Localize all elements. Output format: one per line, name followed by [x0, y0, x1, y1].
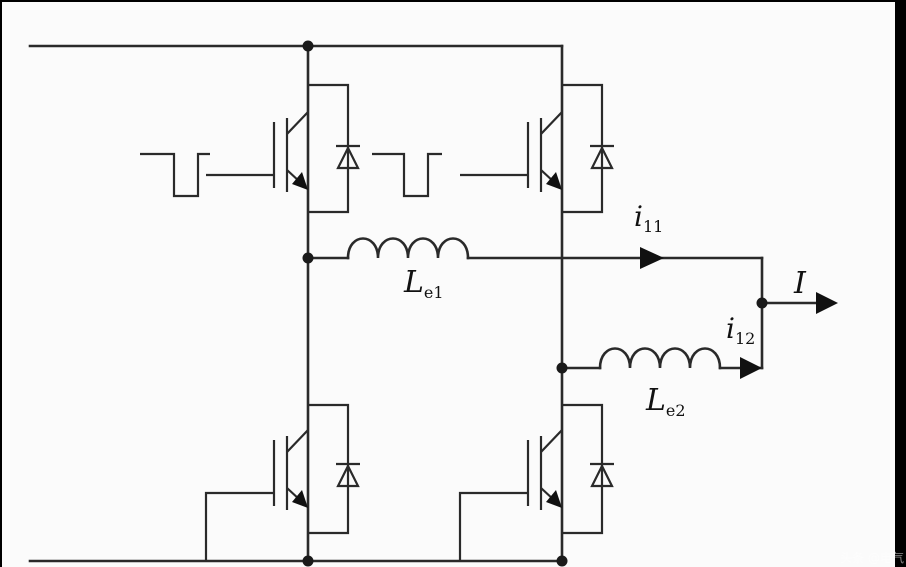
node-bottom-left [302, 555, 314, 567]
label-output-current: I [793, 266, 807, 301]
igbt-left-lower [204, 403, 350, 561]
node-left-mid [302, 252, 314, 264]
label-le2: Le2 [645, 383, 686, 420]
diode-right-lower [590, 462, 614, 488]
igbt-left-upper [206, 83, 350, 214]
diode-left-lower [336, 462, 360, 488]
label-i11: i11 [634, 200, 663, 236]
igbt-right-upper [460, 83, 604, 214]
gate-pulse-left-upper [140, 152, 210, 198]
node-right-mid [556, 362, 568, 374]
watermark-text: 头条 @电气 [840, 551, 904, 565]
node-bottom-right [556, 555, 568, 567]
diode-left-upper [336, 144, 360, 170]
label-i12: i12 [726, 312, 755, 348]
gate-pulse-right-upper [372, 152, 442, 198]
inductor-le1-icon [346, 237, 470, 260]
current-arrow-i12-icon [740, 357, 762, 379]
label-le1: Le1 [403, 265, 444, 302]
output-current-arrow-icon [816, 292, 838, 314]
inductor-le2-icon [598, 347, 722, 370]
current-arrow-i11-icon [640, 247, 664, 269]
igbt-right-lower [458, 403, 604, 561]
node-top-left [302, 40, 314, 52]
node-output [756, 297, 768, 309]
diode-right-upper [590, 144, 614, 170]
